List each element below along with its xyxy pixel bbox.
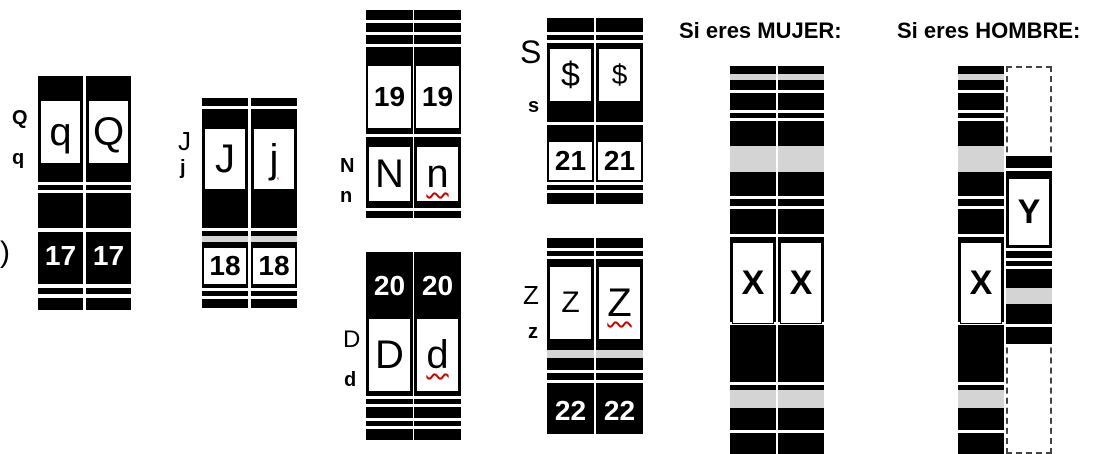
gene-q-right: Q (88, 100, 129, 164)
gene-s-left: $ (549, 48, 592, 102)
gene-x-male: X (960, 242, 1002, 324)
chromosome-22-number-right: 22 (596, 392, 643, 430)
label-z-lower: z (528, 322, 538, 342)
gene-z-left: Z (549, 266, 592, 340)
label-n-upper: N (340, 156, 354, 176)
gene-j-right: j (253, 128, 295, 190)
label-j-lower: j (180, 158, 186, 178)
chromosome-18-number-left: 18 (204, 248, 246, 284)
chromosome-22-number-left: 22 (547, 392, 594, 430)
chromosome-21-number-left: 21 (549, 142, 592, 180)
chromosome-19-number-left: 19 (368, 66, 411, 128)
label-j-upper: J (178, 128, 191, 154)
label-s-lower: s (528, 96, 539, 116)
gene-q-left: q (40, 100, 81, 164)
gene-d-right: d (416, 318, 459, 392)
gene-s-right: $ (598, 48, 641, 102)
label-q-lower: q (12, 148, 24, 168)
label-z-upper: Z (523, 282, 539, 308)
gene-x-female-right: X (780, 242, 822, 324)
label-d-upper: D (343, 328, 360, 352)
gene-x-female-left: X (732, 242, 774, 324)
chromosome-17-number-right: 17 (86, 238, 131, 274)
title-hombre: Si eres HOMBRE: (897, 18, 1080, 44)
edge-mark: ) (0, 238, 10, 268)
gene-n-left: N (368, 146, 411, 202)
gene-n-right: n (416, 146, 459, 202)
label-q-upper: Q (12, 108, 28, 128)
chromosome-20-number-right: 20 (414, 266, 461, 306)
label-d-lower: d (344, 370, 356, 390)
gene-j-left: J (204, 128, 246, 190)
gene-d-left: D (368, 318, 411, 392)
chromosome-19-number-right: 19 (416, 66, 459, 128)
chromosome-17-number-left: 17 (38, 238, 83, 274)
label-n-lower: n (340, 186, 352, 206)
gene-z-right: Z (598, 266, 641, 340)
chromosome-21-number-right: 21 (598, 142, 641, 180)
title-mujer: Si eres MUJER: (679, 18, 842, 44)
chromosome-20-number-left: 20 (366, 266, 413, 306)
gene-y-male: Y (1008, 178, 1050, 246)
label-s-upper: S (520, 36, 541, 68)
chromosome-18-number-right: 18 (253, 248, 295, 284)
